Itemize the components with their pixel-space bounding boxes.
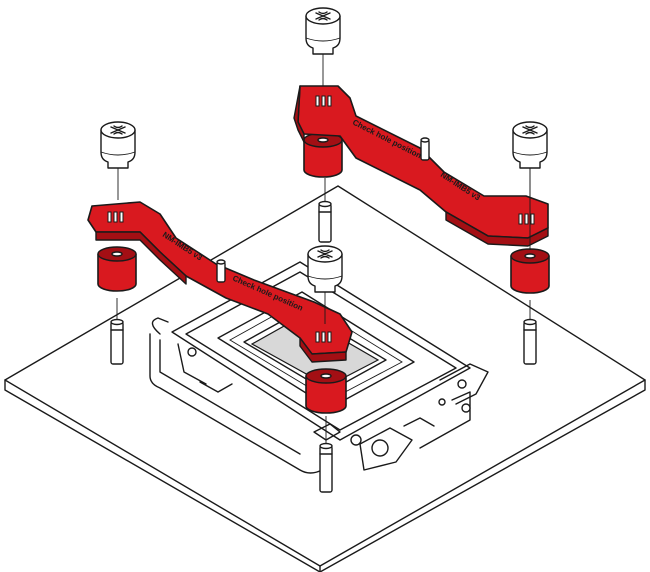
spacer-right [510,248,550,294]
standoff-right [523,300,537,365]
spacer-back [303,132,343,178]
thumb-screw-icon [100,121,136,201]
thumb-screw-icon [305,7,341,87]
standoff-left [110,298,124,365]
spacer-left [97,246,137,292]
standoff-front [319,416,333,493]
thumb-screw-icon [512,121,548,201]
standoff-back [318,178,332,243]
spacer-front [305,368,347,414]
bracket-left-pin [216,259,226,283]
bracket-right-pin [420,137,430,161]
